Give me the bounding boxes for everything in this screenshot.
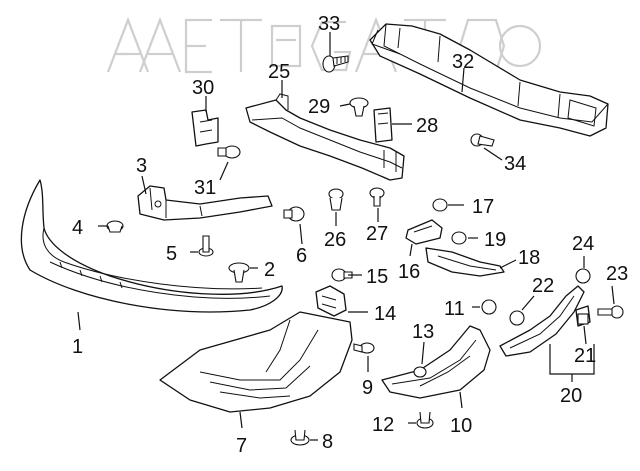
callout-17: 17	[472, 196, 494, 218]
callout-27: 27	[366, 223, 388, 245]
callout-28: 28	[416, 115, 438, 137]
part-16-bracket	[405, 219, 443, 245]
callout-13: 13	[412, 321, 434, 343]
callout-numbers: 33 25 32 30 29 28 34 31 3 4 5 6 2 26 27 …	[72, 13, 628, 457]
part-24-clip	[575, 268, 591, 284]
callout-16: 16	[398, 261, 420, 283]
part-5-bolt	[198, 235, 214, 257]
part-32-bumper-beam	[369, 23, 609, 137]
part-8-clip	[290, 429, 310, 446]
callout-32: 32	[452, 51, 474, 73]
callout-12: 12	[372, 414, 394, 436]
part-7-lower-valance	[159, 311, 353, 413]
part-2-clip	[228, 262, 250, 283]
callout-30: 30	[192, 77, 214, 99]
callout-19: 19	[484, 229, 506, 251]
callout-31: 31	[194, 177, 216, 199]
part-13-screw	[413, 366, 427, 378]
part-22-screw	[509, 310, 525, 326]
part-29-clip	[349, 97, 369, 117]
part-15-screw	[331, 268, 353, 282]
callout-1: 1	[72, 336, 83, 358]
part-26-clip	[328, 188, 344, 211]
part-21-nut	[577, 313, 589, 325]
part-4-screw	[106, 220, 124, 233]
callout-22: 22	[532, 275, 554, 297]
callout-26: 26	[324, 229, 346, 251]
part-31-clip	[217, 145, 241, 159]
callout-15: 15	[366, 266, 388, 288]
callout-20: 20	[560, 385, 582, 407]
callout-34: 34	[504, 153, 526, 175]
callout-10: 10	[450, 415, 472, 437]
callout-9: 9	[362, 377, 373, 399]
part-28-bracket	[373, 107, 393, 143]
callout-11: 11	[444, 298, 465, 320]
part-25-upper-absorber	[245, 93, 405, 181]
part-6-bolt	[283, 206, 305, 222]
callout-14: 14	[374, 303, 396, 325]
callout-2: 2	[264, 259, 275, 281]
callout-33: 33	[318, 13, 340, 35]
part-27-bolt	[369, 187, 385, 207]
callout-25: 25	[268, 61, 290, 83]
callout-21: 21	[574, 345, 596, 367]
callout-4: 4	[72, 217, 83, 239]
part-17-screw	[432, 198, 448, 212]
part-30-bracket	[191, 109, 219, 147]
leader-lines	[77, 32, 615, 441]
callout-8: 8	[322, 431, 333, 453]
callout-18: 18	[518, 247, 540, 269]
part-1-bumper-cover	[20, 179, 283, 313]
part-18-bracket	[425, 247, 505, 277]
part-3-side-bracket	[137, 185, 273, 221]
part-11-screw	[481, 299, 497, 315]
callout-29: 29	[308, 96, 330, 118]
part-23-bolt	[597, 305, 624, 319]
callout-24: 24	[572, 233, 594, 255]
part-12-clip	[416, 411, 434, 429]
part-19-screw	[451, 231, 467, 245]
callout-23: 23	[606, 263, 628, 285]
part-34-bolt	[470, 133, 495, 147]
callout-5: 5	[166, 243, 177, 265]
callout-7: 7	[236, 435, 247, 457]
callout-6: 6	[296, 245, 307, 267]
part-10-lower-bracket	[381, 325, 491, 399]
callout-3: 3	[136, 155, 147, 177]
part-9-bolt	[353, 342, 375, 354]
part-14-bracket	[315, 285, 347, 317]
part-33-bolt	[322, 55, 349, 73]
